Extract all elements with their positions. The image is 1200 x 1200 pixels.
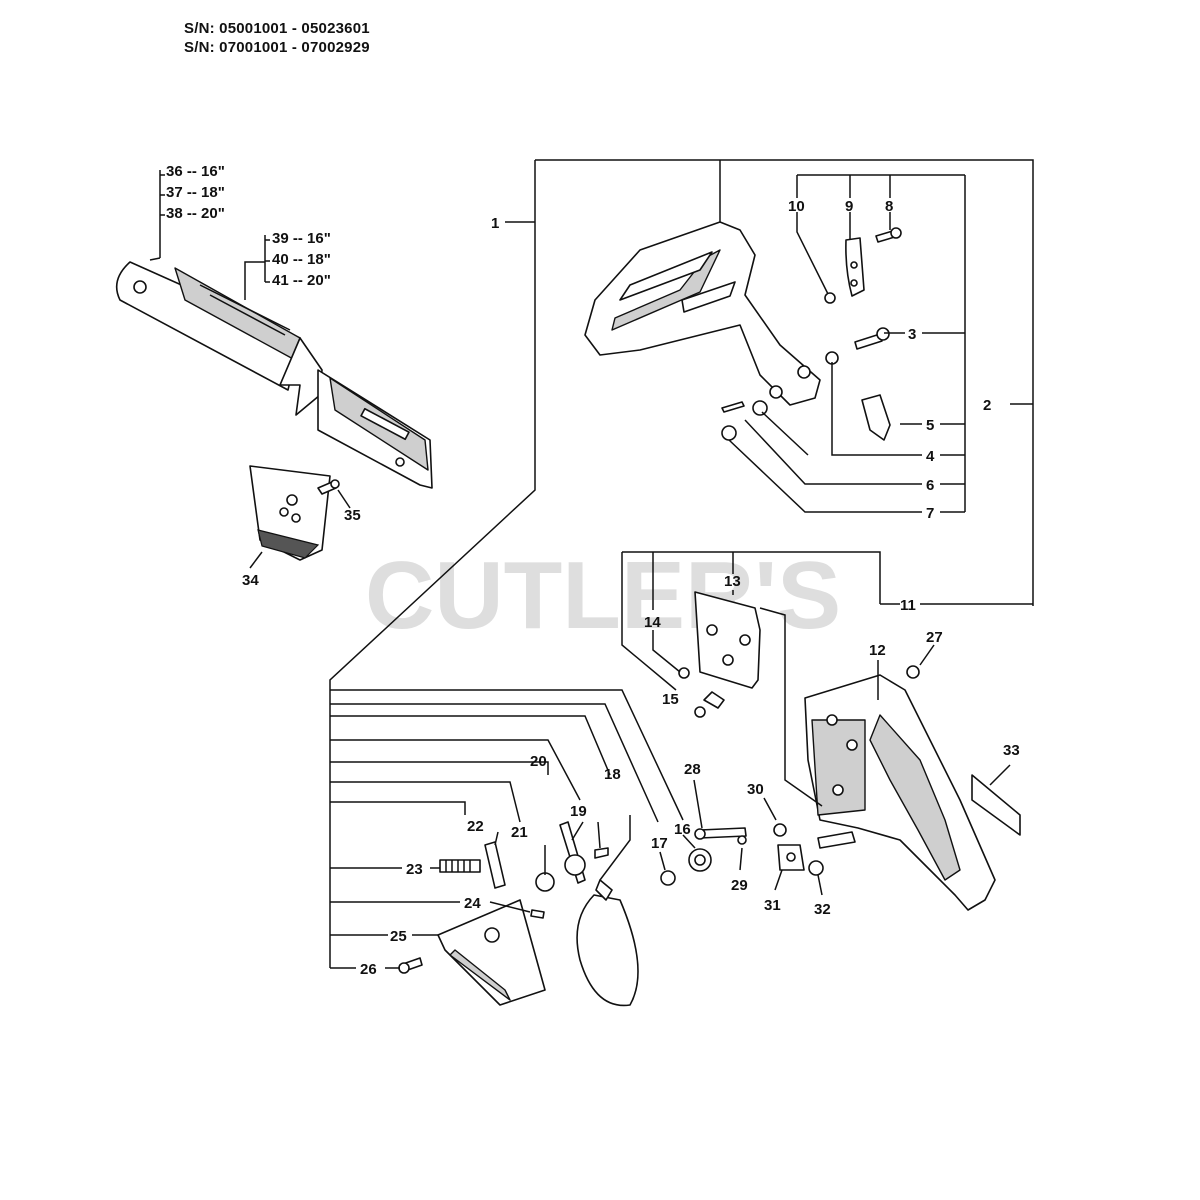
bar-variant-label: 37 -- 18" (166, 184, 225, 201)
callout-25: 25 (390, 928, 407, 945)
callout-32: 32 (814, 901, 831, 918)
callout-35: 35 (344, 507, 361, 524)
brake-assembly-parts (398, 821, 712, 1007)
callout-6: 6 (926, 477, 934, 494)
callout-16: 16 (674, 821, 691, 838)
callout-24: 24 (464, 895, 481, 912)
watermark: CUTLER'S (365, 542, 841, 649)
callout-9: 9 (845, 198, 853, 215)
callout-5: 5 (926, 417, 934, 434)
chain-variant-label: 40 -- 18" (272, 251, 331, 268)
callout-17: 17 (651, 835, 668, 852)
callout-27: 27 (926, 629, 943, 646)
leader-lines (149, 159, 1034, 969)
callout-1: 1 (491, 215, 499, 232)
guide-bar-drawing (115, 261, 433, 489)
clutch-cover-drawing (678, 591, 996, 911)
callout-23: 23 (406, 861, 423, 878)
callout-18: 18 (604, 766, 621, 783)
callout-10: 10 (788, 198, 805, 215)
callout-8: 8 (885, 198, 893, 215)
callout-3: 3 (908, 326, 916, 343)
bar-variant-label: 36 -- 16" (166, 163, 225, 180)
callout-2: 2 (983, 397, 991, 414)
callout-28: 28 (684, 761, 701, 778)
bar-plate-drawing (249, 465, 340, 561)
callout-21: 21 (511, 824, 528, 841)
warning-label-drawing (971, 774, 1021, 836)
chain-variant-label: 39 -- 16" (272, 230, 331, 247)
callout-29: 29 (731, 877, 748, 894)
callout-15: 15 (662, 691, 679, 708)
callout-14: 14 (644, 614, 661, 631)
callout-31: 31 (764, 897, 781, 914)
chain-variant-label: 41 -- 20" (272, 272, 331, 289)
serial-range-1: S/N: 05001001 - 05023601 (184, 20, 370, 37)
callout-22: 22 (467, 818, 484, 835)
callout-7: 7 (926, 505, 934, 522)
bar-variant-label: 38 -- 20" (166, 205, 225, 222)
chain-brake-handle-drawing (584, 221, 821, 406)
callout-11: 11 (900, 597, 916, 614)
callout-19: 19 (570, 803, 587, 820)
callout-20: 20 (530, 753, 547, 770)
callout-4: 4 (926, 448, 935, 465)
callout-12: 12 (869, 642, 886, 659)
callout-13: 13 (724, 573, 741, 590)
callout-26: 26 (360, 961, 377, 978)
serial-range-2: S/N: 07001001 - 07002929 (184, 39, 370, 56)
brake-lever-parts (721, 227, 902, 441)
callout-30: 30 (747, 781, 764, 798)
callout-33: 33 (1003, 742, 1020, 759)
tensioner-parts (694, 823, 824, 876)
callout-34: 34 (242, 572, 259, 589)
